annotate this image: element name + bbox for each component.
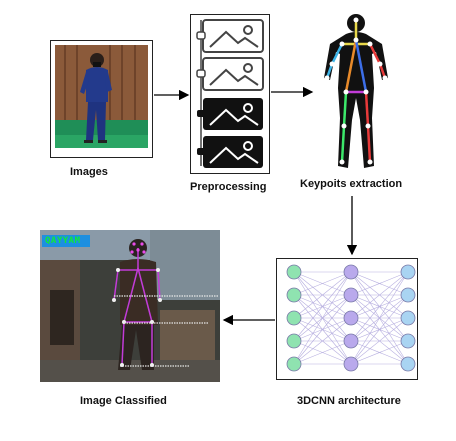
cnn-network [276, 258, 418, 380]
cnn-edge [293, 317, 352, 365]
cnn-edge [350, 340, 409, 365]
preprocessing-stack [190, 14, 270, 174]
images-label: Images [70, 166, 108, 178]
cnn-node [400, 264, 416, 280]
cnn-node [286, 287, 302, 303]
classified-label: Image Classified [80, 395, 167, 407]
cnn-edge [350, 271, 409, 342]
cnn-node [286, 310, 302, 326]
cnn-edge [350, 294, 409, 365]
cnn-edge [350, 271, 409, 319]
stage-keypoints [316, 8, 396, 174]
cnn-edge [293, 340, 352, 365]
cnn-node [343, 356, 359, 372]
frame-black-1 [197, 98, 263, 130]
stage-classified: QAYYAM [40, 230, 220, 382]
cnn-node [286, 333, 302, 349]
cnn-edge [293, 271, 352, 342]
cnn-node [286, 356, 302, 372]
cnn-node [400, 356, 416, 372]
cnn-node [400, 287, 416, 303]
cnn-edge [350, 271, 409, 365]
cnn-node [286, 264, 302, 280]
frame-black-2 [197, 136, 263, 168]
stage-3dcnn [276, 258, 418, 380]
cnn-label: 3DCNN architecture [297, 395, 401, 407]
person-photo [50, 40, 153, 158]
cnn-node [343, 333, 359, 349]
skeleton-figure [324, 14, 388, 168]
coordinate-readouts [114, 295, 218, 367]
cnn-node [400, 333, 416, 349]
cnn-node [343, 287, 359, 303]
classified-frame [40, 230, 220, 382]
frame-outline-1 [196, 19, 264, 53]
classified-name: QAYYAM [45, 236, 81, 246]
keypoints-label: Keypoits extraction [300, 178, 403, 190]
cnn-edge [293, 294, 352, 365]
cnn-node [400, 310, 416, 326]
stage-preprocessing [190, 14, 270, 174]
cnn-edge [350, 317, 409, 365]
cnn-node [343, 310, 359, 326]
cnn-node [343, 264, 359, 280]
frame-outline-2 [196, 57, 264, 91]
stage-images [50, 40, 153, 158]
cnn-edge [293, 271, 352, 296]
preprocessing-label: Preprocessing [190, 181, 267, 193]
cnn-edge [293, 271, 352, 365]
cnn-edge [350, 271, 409, 296]
cnn-edge [293, 271, 352, 319]
name-badge-bg [42, 235, 90, 247]
